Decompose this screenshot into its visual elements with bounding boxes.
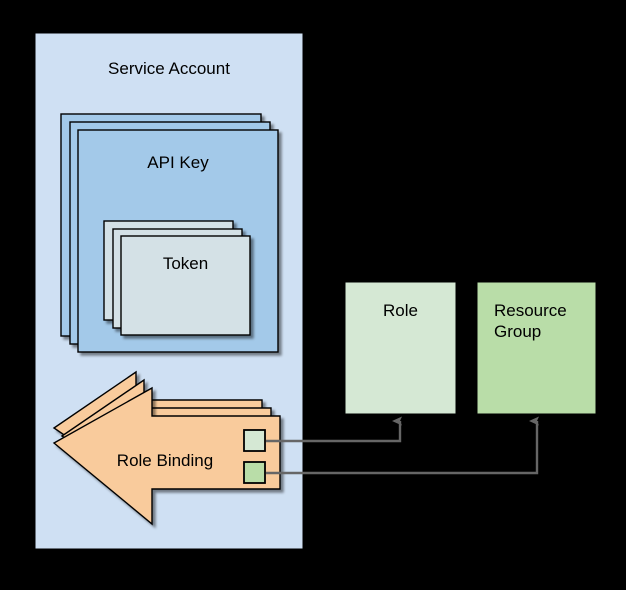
role-binding-stack[interactable] bbox=[52, 370, 281, 526]
token-layer-front[interactable] bbox=[120, 235, 251, 336]
role-binding-layer-front[interactable] bbox=[52, 386, 281, 526]
role-port-swatch[interactable] bbox=[243, 429, 266, 452]
resource-group-port-swatch[interactable] bbox=[243, 461, 266, 484]
token-stack[interactable] bbox=[103, 220, 251, 336]
resource-group-box[interactable] bbox=[477, 282, 596, 414]
connector-role-binding-to-resource-group[interactable] bbox=[266, 416, 539, 475]
connector-group bbox=[266, 416, 539, 475]
connector-role-binding-to-role[interactable] bbox=[266, 416, 402, 443]
role-box[interactable] bbox=[345, 282, 456, 414]
